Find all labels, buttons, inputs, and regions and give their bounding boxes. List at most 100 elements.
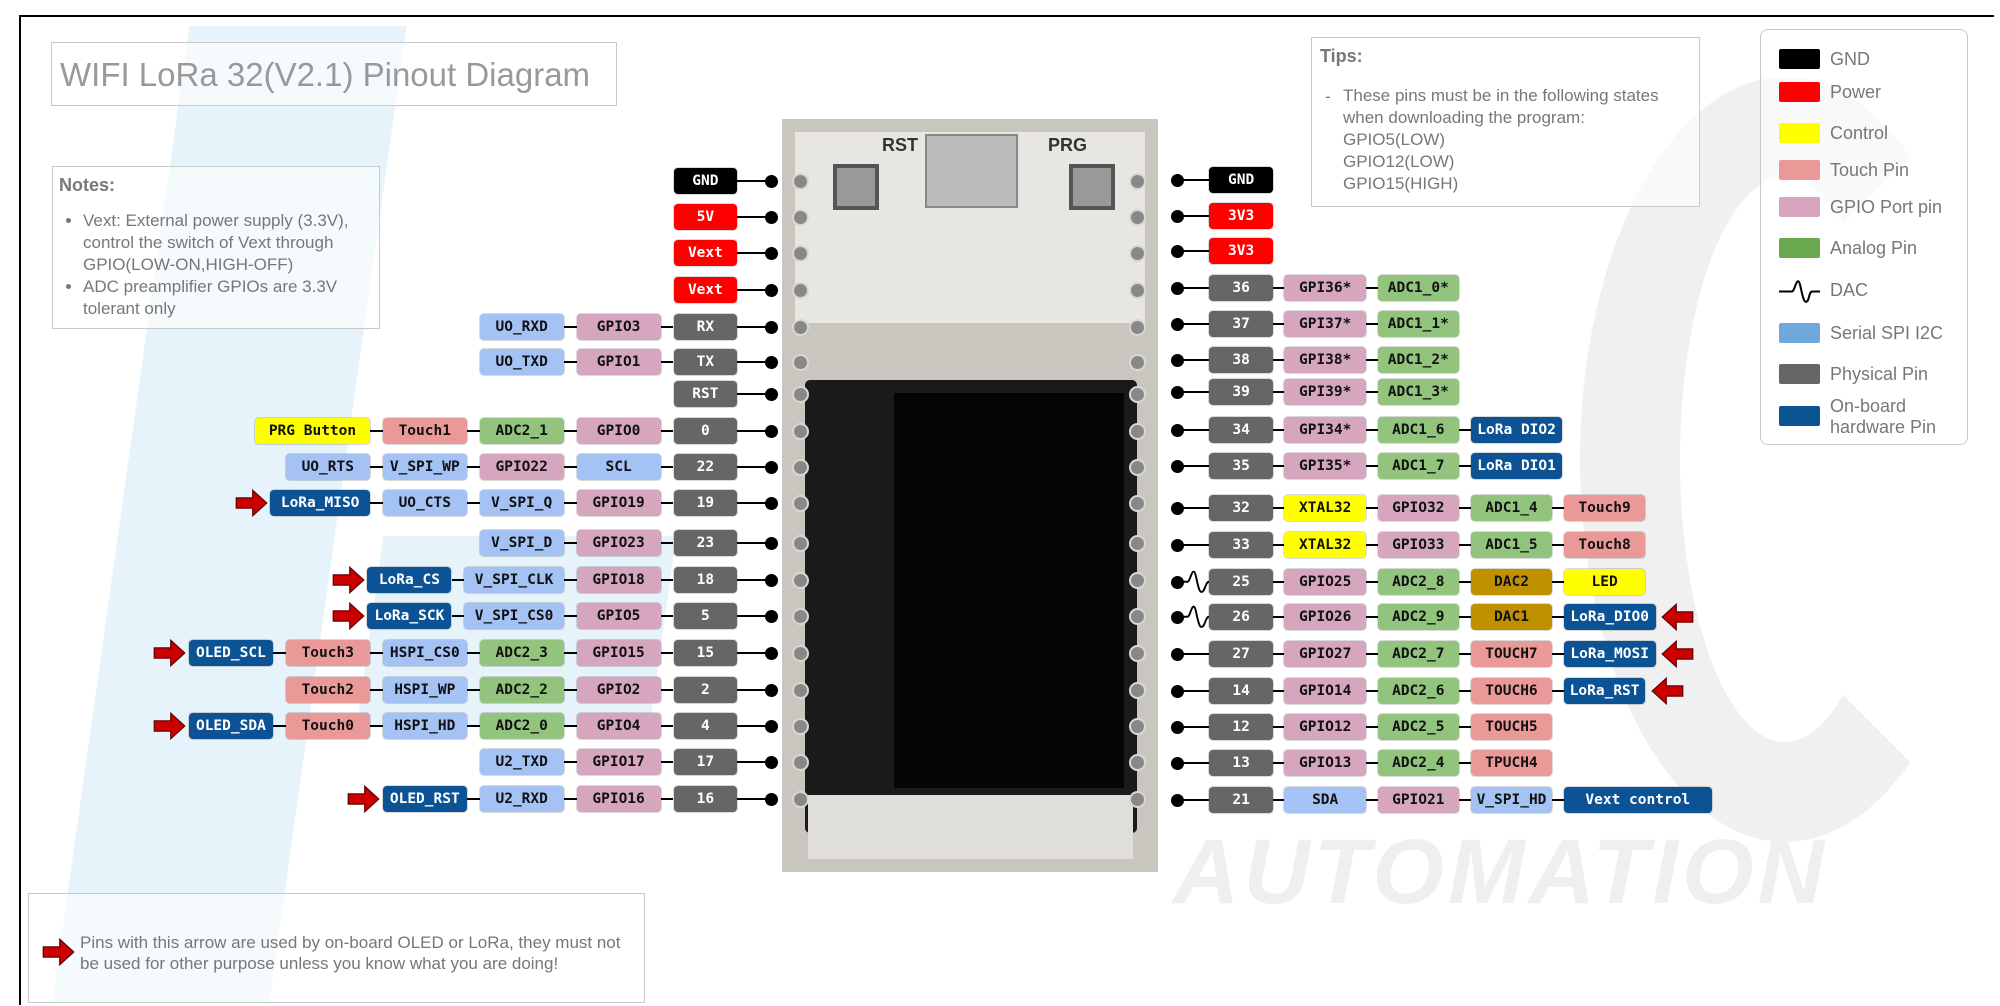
chip-connector [563,615,577,618]
pin-hole [792,281,809,299]
red-arrow-icon [153,711,186,740]
chip-connector [660,652,674,655]
chip-connector [1366,323,1379,325]
physical-pin-label: 33 [1209,531,1273,558]
chip-connector [660,465,674,468]
pin-connector [737,579,773,582]
chip-connector [1272,428,1286,431]
pin-connector [737,797,773,800]
red-arrow-icon [1650,677,1683,706]
red-arrow-icon [332,602,365,631]
pin-function-label: V_SPI_Q [479,489,564,516]
oled-screen [894,393,1124,788]
chip-connector [1459,653,1472,656]
chip-connector [1552,580,1566,583]
pin-function-label: HSPI_CS0 [382,640,467,667]
chip-connector [1552,506,1566,509]
notes-heading: Notes: [59,175,116,195]
pin-function-label: Touch0 [285,712,370,739]
chip-connector [273,724,286,727]
pin-connector [1177,506,1210,509]
pin-function-label: ADC1_3* [1377,378,1460,405]
pin-function-label: GPIO1 [576,349,661,376]
pin-connector [1177,653,1210,656]
physical-pin-label: 5 [673,603,738,630]
pin-dot [765,574,779,588]
pin-function-label: ADC1_5 [1470,531,1553,558]
chip-connector [1272,390,1286,393]
pin-connector [737,760,773,763]
legend-label: Serial SPI I2C [1830,323,1944,343]
pin-function-label: GPI38* [1284,346,1366,373]
pin-function-label: ADC1_6 [1377,416,1460,443]
pin-function-label: UO_TXD [479,349,564,376]
chip-connector [1272,543,1286,546]
chip-connector [1366,798,1379,801]
chip-connector [369,652,383,655]
physical-pin-label: 18 [673,567,738,594]
pin-hole [1129,458,1146,476]
chip-connector [1366,543,1379,546]
pin-hole [1129,281,1146,299]
chip-connector [563,724,577,727]
pin-dot [1170,575,1184,589]
pin-function-label: ADC2_9 [1377,604,1460,631]
pin-dot [765,425,779,439]
pin-function-label: HSPI_HD [382,712,467,739]
chip-connector [1366,506,1379,509]
pin-function-label: GPIO22 [479,453,564,480]
chip-connector [1272,580,1286,583]
pin-function-label: ADC1_0* [1377,275,1460,302]
physical-pin-label: 36 [1209,275,1273,302]
pin-function-label: UO_RTS [285,453,370,480]
red-arrow-icon [235,488,268,517]
chip-connector [1272,287,1286,290]
prg-button-icon [1069,164,1115,210]
pin-function-label: GPIO16 [576,785,661,812]
chip-connector [660,361,674,364]
pin-function-label: DAC2 [1470,568,1553,595]
pin-function-label: Touch3 [285,640,370,667]
physical-pin-label: 3V3 [1209,238,1273,265]
tips-panel: Tips: - These pins must be in the follow… [1311,37,1700,207]
pin-function-label: ADC1_1* [1377,311,1460,337]
chip-connector [563,465,577,468]
pin-connector [1177,543,1210,546]
legend-label: Power [1830,82,1882,102]
chip-connector [1366,390,1379,393]
chip-connector [1459,798,1472,801]
pin-hole [1129,318,1146,336]
pin-function-label: Touch8 [1563,531,1646,558]
chip-connector [1552,798,1566,801]
dac-wave-icon [1181,605,1210,629]
pin-hole [792,572,809,590]
pin-hole [1129,753,1146,771]
chip-connector [466,430,480,433]
pin-function-label: GPIO25 [1284,568,1366,595]
pin-dot [765,460,779,474]
chip-connector [660,797,674,800]
physical-pin-label: 35 [1209,452,1273,479]
physical-pin-label: 3V3 [1209,202,1273,229]
chip-connector [1366,580,1379,583]
pin-function-label: ADC2_2 [479,677,564,703]
chip-connector [1459,690,1472,693]
pin-function-label: OLED_SCL [188,640,273,667]
pin-hole [792,790,809,808]
pin-connector [737,180,773,183]
pin-hole [1129,386,1146,404]
physical-pin-label: 25 [1209,568,1273,595]
physical-pin-label: 26 [1209,604,1273,631]
chip-connector [563,652,577,655]
pin-hole [792,354,809,372]
chip-connector [466,689,480,691]
chip-connector [563,501,577,504]
pin-connector [737,465,773,468]
chip-connector [1272,616,1286,619]
tips-heading: Tips: [1320,46,1363,66]
chip-connector [466,797,480,800]
physical-pin-label: 16 [673,785,738,812]
pin-function-label: GPI35* [1284,452,1366,479]
chip-connector [1459,726,1472,728]
